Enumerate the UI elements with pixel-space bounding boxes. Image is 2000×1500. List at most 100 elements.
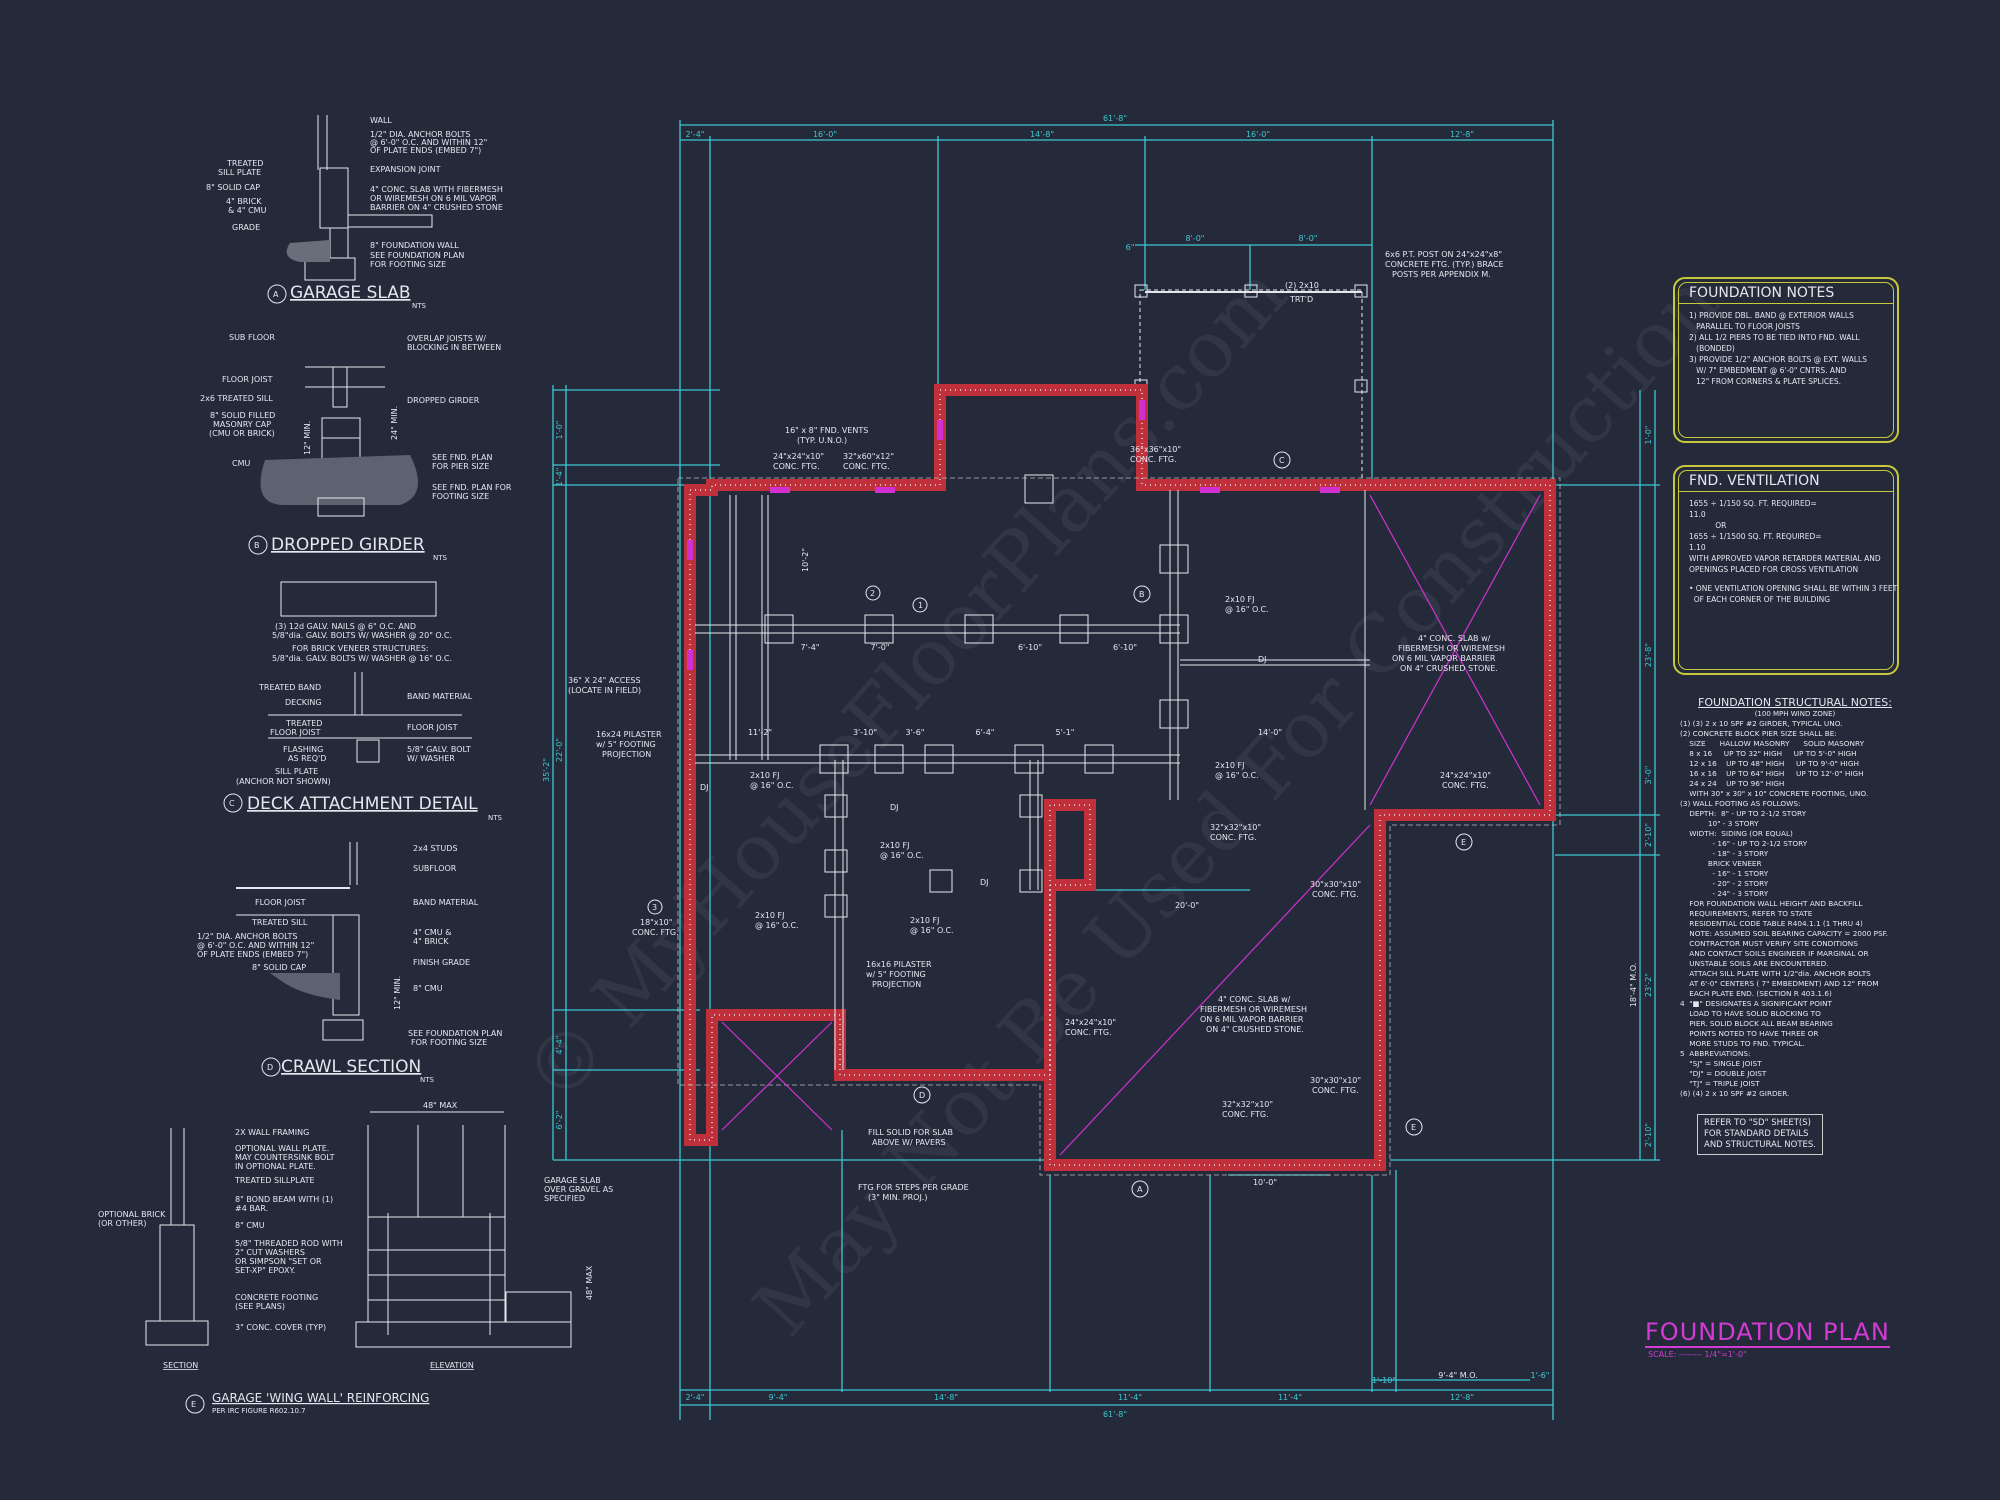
detail-label: 24" MIN.	[390, 406, 399, 440]
detail-label: SEE FND. PLAN	[432, 453, 493, 462]
joist-label: DJ	[890, 803, 899, 812]
joist-label: @ 16" O.C.	[1215, 771, 1259, 780]
detail-label: FOR PIER SIZE	[432, 462, 489, 471]
detail-label: FLOOR JOIST	[255, 898, 306, 907]
detail-marker	[185, 1394, 205, 1414]
dim-bottom: 9'-4"	[769, 1393, 788, 1402]
dim-top: 14'-8"	[1030, 130, 1054, 139]
tag-1: 1	[918, 601, 923, 610]
note-ftg: CONC. FTG.	[1065, 1028, 1112, 1037]
note-ftg: CONC. FTG.	[1222, 1110, 1269, 1119]
plan-title: FOUNDATION PLAN	[1645, 1318, 1890, 1348]
dim-bottom: 1'-6"	[1531, 1371, 1550, 1380]
detail-label: W/ WASHER	[407, 754, 455, 763]
detail-label: 8" FOUNDATION WALL	[370, 241, 459, 250]
dim-left: 4'-4"	[555, 1036, 564, 1055]
dim-top: 2'-4"	[686, 130, 705, 139]
elevation-label: ELEVATION	[430, 1361, 474, 1370]
note-line: 1.10	[1689, 543, 1706, 552]
detail-label: 2" CUT WASHERS	[235, 1248, 305, 1257]
detail-label: MASONRY CAP	[213, 420, 271, 429]
detail-label: CMU	[232, 459, 250, 468]
dim-porch: 8'-0"	[1186, 234, 1205, 243]
note-line: - 16" - UP TO 2-1/2 STORY	[1680, 839, 1808, 848]
joist-label: 2x10 FJ	[910, 916, 940, 925]
note-girder: TRT'D	[1289, 295, 1313, 304]
foundation-wall	[684, 384, 1556, 1171]
nts-label: NTS	[433, 554, 448, 562]
note-pilaster: 16x24 PILASTER	[596, 730, 662, 739]
note-ftg: CONC. FTG.	[1210, 833, 1257, 842]
detail-marker-letter: A	[273, 290, 279, 299]
ventilation-title: FND. VENTILATION	[1679, 471, 1893, 492]
note-line: REFER TO "SD" SHEET(S)	[1704, 1118, 1811, 1128]
structural-notes-body: (1) (3) 2 x 10 SPF #2 GIRDER, TYPICAL UN…	[1680, 719, 1910, 1099]
joist-label: @ 16" O.C.	[755, 921, 799, 930]
detail-label: SEE FOUNDATION PLAN	[408, 1029, 502, 1038]
left-dims: 35'-2" 1'-0" 1'-4" 22'-0" 4'-4" 6'-2"	[542, 421, 564, 1130]
detail-marker-letter: D	[267, 1063, 273, 1072]
detail-label: 1/2" DIA. ANCHOR BOLTS	[197, 932, 297, 941]
joist-label: @ 16" O.C.	[880, 851, 924, 860]
note-line: POINTS NOTED TO HAVE THREE OR	[1680, 1029, 1819, 1038]
detail-title: GARAGE 'WING WALL' REINFORCING	[212, 1391, 429, 1405]
note-line: - 24" - 3 STORY	[1680, 889, 1769, 898]
note-line: SIZE HALLOW MASONRY SOLID MASONRY	[1680, 739, 1865, 748]
detail-label: FLOOR JOIST	[222, 375, 273, 384]
piers	[764, 474, 1189, 918]
dim-bottom: 11'-4"	[1118, 1393, 1142, 1402]
note-line: "DJ" = DOUBLE JOIST	[1680, 1069, 1767, 1078]
right-dims: 1'-0" 23'-8" 3'-0" 2'-10" 18'-4" M.O. 23…	[1629, 426, 1653, 1148]
note-girder: (2) 2x10	[1285, 281, 1319, 290]
detail-label: FINISH GRADE	[413, 958, 470, 967]
detail-wing-wall	[145, 1111, 572, 1348]
detail-marker	[248, 535, 268, 555]
detail-label: FLOOR JOIST	[270, 728, 321, 737]
detail-label: FOR FOOTING SIZE	[370, 260, 446, 269]
note-line: W/ 7" EMBEDMENT @ 6'-0" CNTRS. AND	[1689, 366, 1847, 375]
note-pilaster: w/ 5" FOOTING	[866, 970, 926, 979]
note-slab: 4" CONC. SLAB w/	[1418, 634, 1491, 643]
detail-label: 5/8" THREADED ROD WITH	[235, 1239, 343, 1248]
note-line: OF EACH CORNER OF THE BUILDING	[1689, 594, 1831, 604]
dim-right: 2'-10"	[1644, 823, 1653, 847]
note-ftg: 30"x30"x10"	[1310, 1076, 1361, 1085]
detail-label: OPTIONAL WALL PLATE.	[235, 1144, 329, 1153]
note-line: 1655 ÷ 1/1500 SQ. FT. REQUIRED=	[1689, 532, 1822, 541]
plan-dim: 10'-0"	[1253, 1178, 1277, 1187]
tag-2: 2	[870, 589, 875, 598]
detail-label: 2x4 STUDS	[413, 844, 458, 853]
foundation-notes-panel: FOUNDATION NOTES 1) PROVIDE DBL. BAND @ …	[1673, 277, 1899, 443]
detail-label: 12" MIN.	[393, 976, 402, 1010]
dim-bottom: 12'-8"	[1450, 1393, 1474, 1402]
detail-label: CONCRETE FOOTING	[235, 1293, 318, 1302]
section-label: SECTION	[163, 1361, 198, 1370]
note-ftg: CONC. FTG.	[1130, 455, 1177, 464]
joist-label: @ 16" O.C.	[1225, 605, 1269, 614]
joist-label: @ 16" O.C.	[750, 781, 794, 790]
detail-label: 2X WALL FRAMING	[235, 1128, 309, 1137]
detail-label: SUBFLOOR	[413, 864, 457, 873]
detail-crawl-section-labels: 2x4 STUDS SUBFLOOR FLOOR JOIST BAND MATE…	[197, 844, 502, 1047]
note-line: WITH APPROVED VAPOR RETARDER MATERIAL AN…	[1689, 554, 1881, 563]
dim-left: 35'-2"	[542, 758, 551, 782]
detail-label: OVER GRAVEL AS	[544, 1185, 613, 1194]
detail-dropped-girder-labels: SUB FLOOR OVERLAP JOISTS W/ BLOCKING IN …	[200, 333, 512, 501]
note-line: "TJ" = TRIPLE JOIST	[1680, 1079, 1760, 1088]
detail-label: SEE FOUNDATION PLAN	[370, 251, 464, 260]
detail-label: 48" MAX	[423, 1101, 458, 1110]
note-vents: 16" x 8" FND. VENTS	[785, 426, 868, 435]
note-steps: FTG FOR STEPS PER GRADE	[858, 1183, 969, 1192]
detail-label: 8" SOLID CAP	[206, 183, 260, 192]
detail-deck-attachment	[268, 581, 472, 763]
detail-label: FLOOR JOIST	[407, 723, 458, 732]
note-line: 4 "■" DESIGNATES A SIGNIFICANT POINT	[1680, 999, 1833, 1008]
marker-e: E	[1411, 1123, 1416, 1132]
detail-label: DECKING	[285, 698, 322, 707]
note-line: NOTE: ASSUMED SOIL BEARING CAPACITY = 20…	[1680, 929, 1889, 938]
detail-label: (3) 12d GALV. NAILS @ 6" O.C. AND	[275, 622, 416, 631]
note-line: ATTACH SILL PLATE WITH 1/2"dia. ANCHOR B…	[1680, 969, 1871, 978]
detail-label: SPECIFIED	[544, 1194, 585, 1203]
note-line: (1) (3) 2 x 10 SPF #2 GIRDER, TYPICAL UN…	[1680, 719, 1843, 728]
